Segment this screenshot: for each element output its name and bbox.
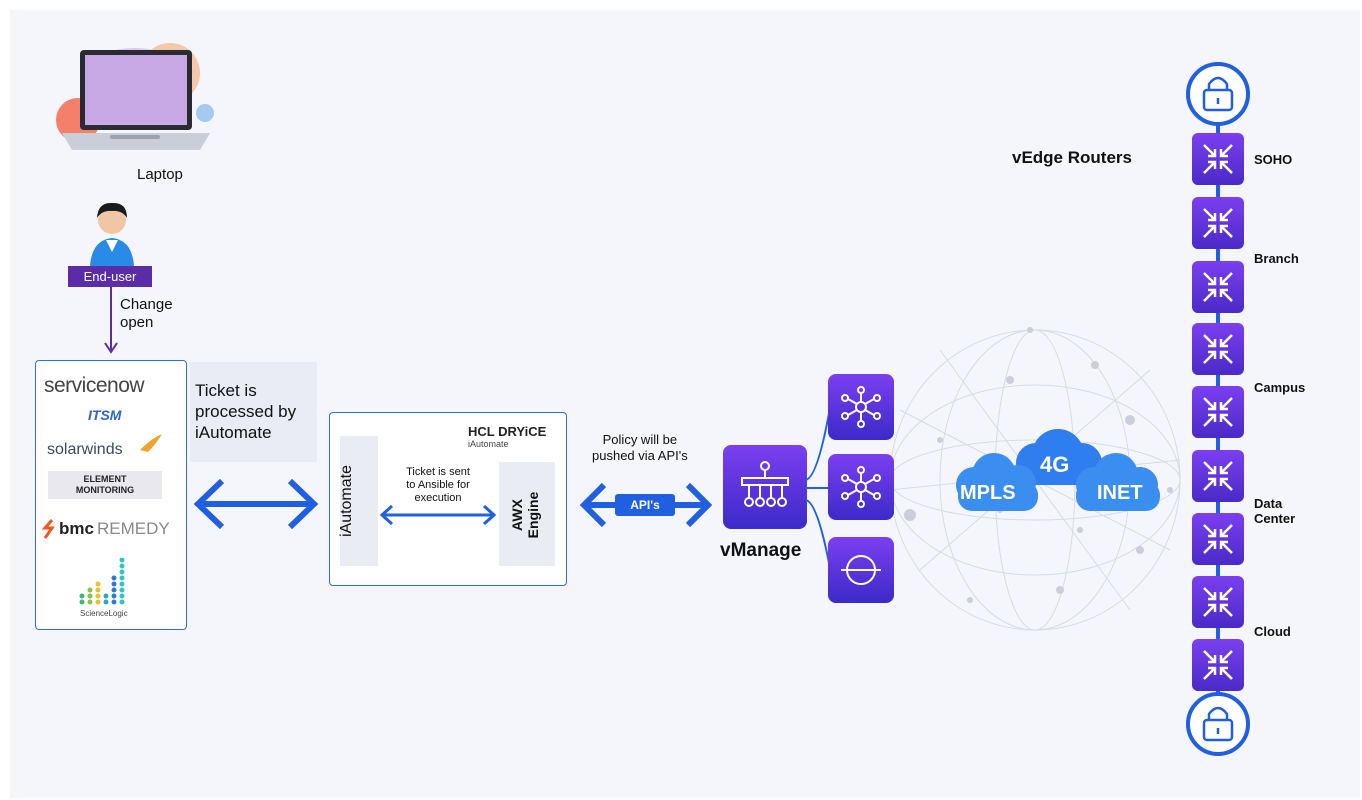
controller-hub-icon-2 <box>828 454 894 520</box>
solarwinds-flame-icon <box>140 434 162 452</box>
vedge-router-icon <box>1192 639 1244 691</box>
wan-clouds-graphic <box>956 429 1160 511</box>
policy-push-note: Policy will be pushed via API's <box>592 432 688 463</box>
network-star-icon <box>841 466 881 508</box>
vedge-routers-title: vEdge Routers <box>1012 148 1132 167</box>
iautomate-brand-sub: iAutomate <box>468 439 509 449</box>
bmc-logo: bmc <box>59 519 94 538</box>
lock-icon-top <box>1186 62 1250 126</box>
site-label-branch: Branch <box>1254 251 1299 266</box>
element-monitoring-logo: ELEMENT MONITORING <box>48 471 162 499</box>
change-open-label: Change open <box>120 296 173 331</box>
ticket-processed-text: Ticket is processed by iAutomate <box>195 381 297 442</box>
solarwinds-logo: solarwinds <box>47 441 123 458</box>
cloud-inet-label: INET <box>1097 482 1143 504</box>
awx-engine-label: AWX Engine <box>509 491 541 539</box>
orchestrator-circle-icon <box>841 555 881 585</box>
vmanage-label: vManage <box>720 540 802 561</box>
sciencelogic-bars-icon <box>79 558 125 605</box>
change-arrow <box>104 287 118 354</box>
vedge-router-icon <box>1192 261 1244 313</box>
sciencelogic-label: ScienceLogic <box>80 609 128 618</box>
vedge-router-icon <box>1192 450 1244 502</box>
ticket-sent-note: Ticket is sent to Ansible for execution <box>406 466 470 504</box>
end-user-avatar <box>90 202 134 266</box>
controller-hub-icon-3 <box>828 537 894 603</box>
ticket-note-box <box>190 362 317 462</box>
vedge-router-icon <box>1192 386 1244 438</box>
end-user-badge: End-user <box>68 266 152 287</box>
remedy-logo: REMEDY <box>97 519 170 538</box>
vedge-router-icon <box>1192 513 1244 565</box>
hcl-brand: HCL DRYiCE <box>468 424 547 439</box>
lock-icon-bottom <box>1186 692 1250 756</box>
double-arrow-iautomate-awx <box>379 504 497 526</box>
network-tree-icon <box>741 461 789 507</box>
site-label-data-center: Data Center <box>1254 496 1296 526</box>
cloud-4g-label: 4G <box>1040 452 1070 477</box>
network-star-icon <box>841 386 881 428</box>
vmanage-connectors <box>805 407 831 569</box>
cloud-mpls-label: MPLS <box>960 482 1016 504</box>
iautomate-side-box <box>340 436 378 566</box>
laptop-label: Laptop <box>137 166 183 183</box>
site-label-cloud: Cloud <box>1254 624 1291 639</box>
double-arrow-tools-iautomate <box>193 478 319 530</box>
iautomate-vertical-label: iAutomate <box>338 464 355 538</box>
vmanage-hub-icon <box>723 445 807 529</box>
servicenow-logo: servicenow <box>44 374 145 397</box>
site-label-campus: Campus <box>1254 380 1306 395</box>
controller-hub-icon-1 <box>828 374 894 440</box>
laptop-icon <box>56 43 214 150</box>
site-label-soho: SOHO <box>1254 152 1293 167</box>
vedge-router-icon <box>1192 323 1244 375</box>
awx-side-box <box>499 462 555 566</box>
itsm-logo: ITSM <box>88 407 122 423</box>
bmc-icon <box>42 519 55 539</box>
api-badge: API's <box>615 494 675 516</box>
vedge-router-icon <box>1192 133 1244 185</box>
vedge-router-icon <box>1192 576 1244 628</box>
vedge-router-icon <box>1192 197 1244 249</box>
